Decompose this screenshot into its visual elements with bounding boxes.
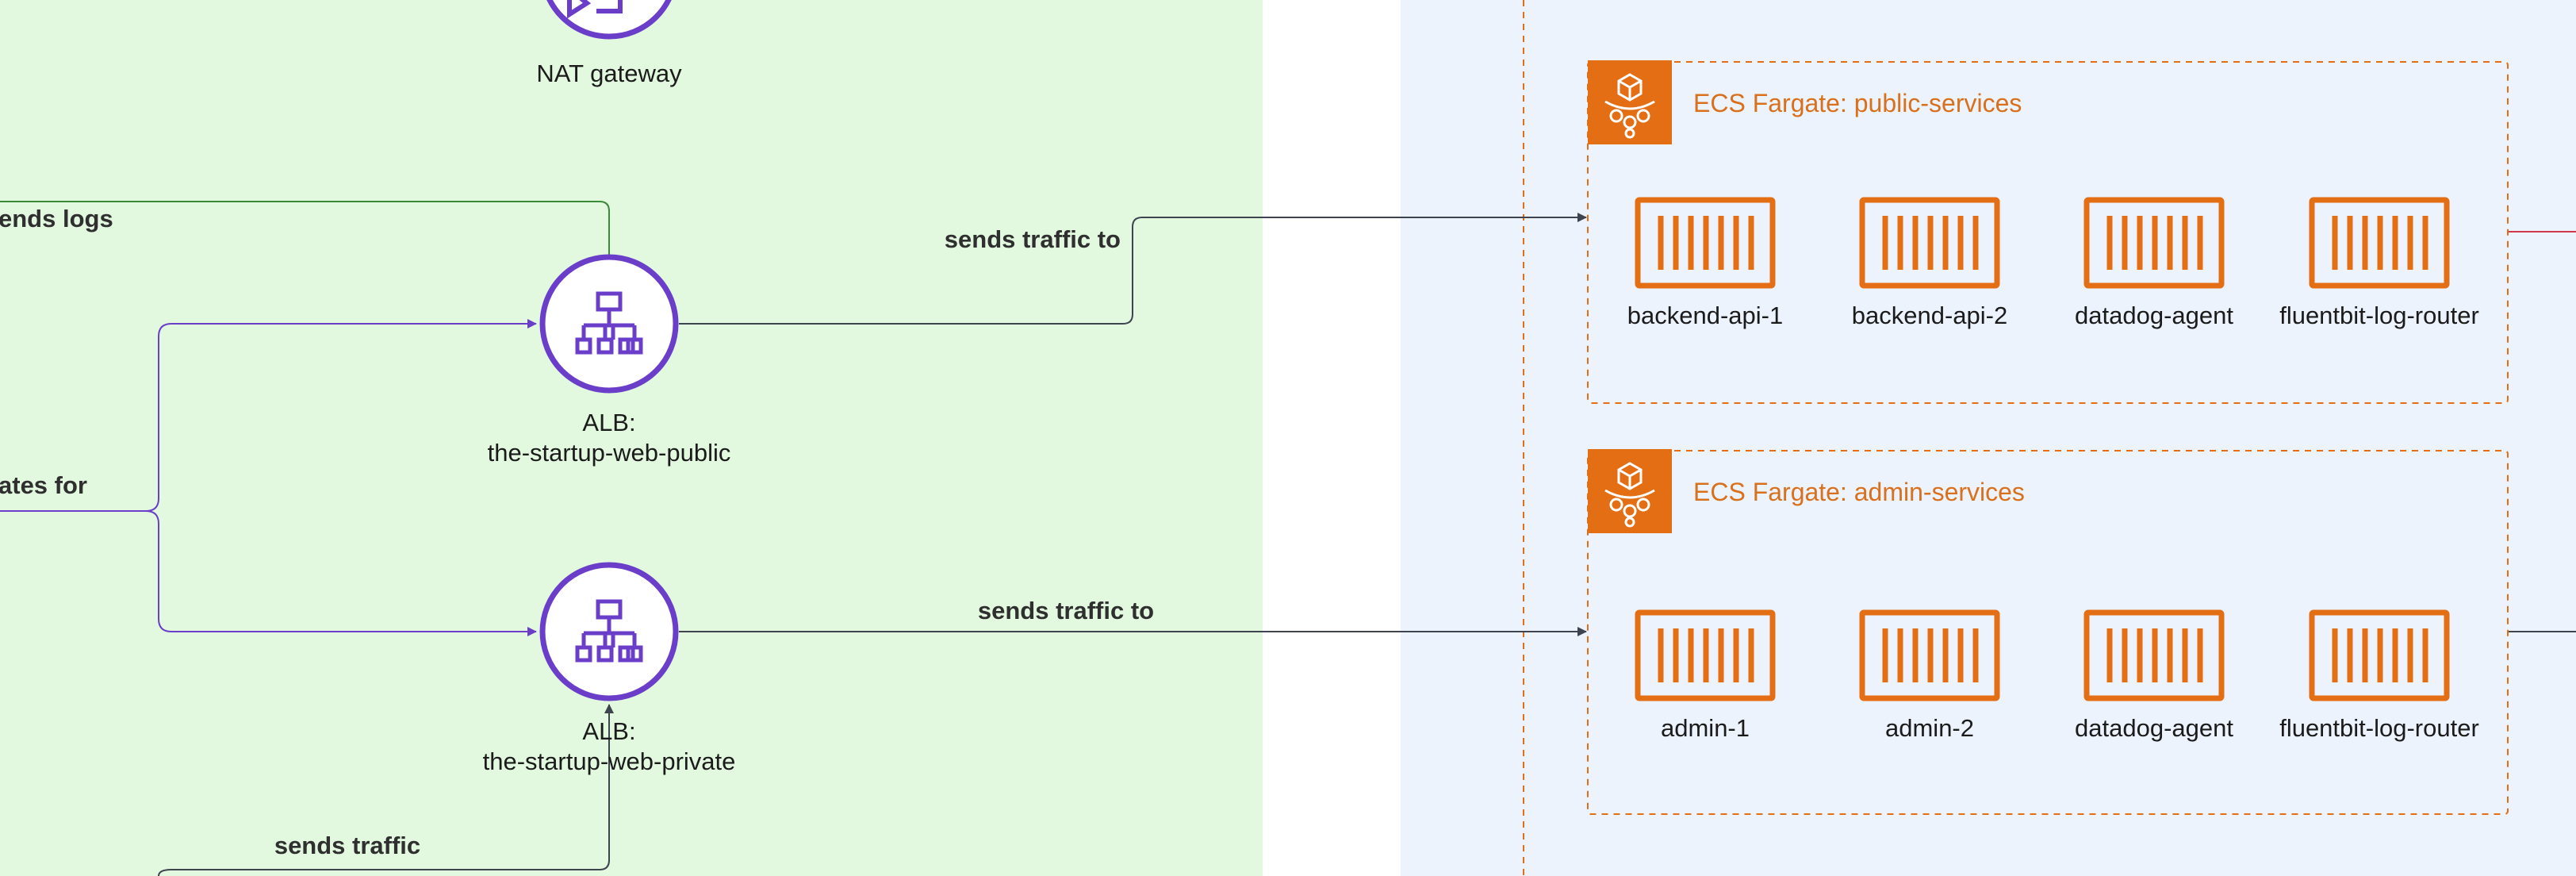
blue-zone: [1401, 0, 2576, 876]
fargate-icon: [1586, 59, 1673, 146]
edge-label-sends-logs: ends logs: [0, 205, 113, 232]
edge-label-bottom-traffic: sends traffic: [274, 832, 420, 859]
container-item[interactable]: datadog-agent: [2075, 200, 2233, 329]
alb-public-label-line1: ALB:: [582, 409, 635, 436]
container-item[interactable]: admin-2: [1862, 613, 1997, 742]
nat-arrow-glyph: [567, 0, 592, 19]
edge-label-public-traffic: sends traffic to: [945, 225, 1121, 253]
container-label: backend-api-2: [1852, 302, 2007, 329]
group-title: ECS Fargate: admin-services: [1693, 478, 2025, 506]
alb-public-label-line2: the-startup-web-public: [488, 439, 731, 467]
alb-private-label-line1: ALB:: [582, 717, 635, 745]
container-label: backend-api-1: [1627, 302, 1783, 329]
group-title: ECS Fargate: public-services: [1693, 89, 2022, 117]
bottom-traffic-line: [158, 705, 609, 876]
container-label: fluentbit-log-router: [2279, 302, 2479, 329]
public-traffic-line: [679, 213, 1587, 325]
creates-for-private-line: [145, 510, 537, 636]
alb-private-label-line2: the-startup-web-private: [483, 747, 736, 775]
container-item[interactable]: admin-1: [1638, 613, 1773, 742]
group-border: [1587, 61, 2509, 404]
container-label: admin-2: [1885, 714, 1974, 742]
container-item[interactable]: fluentbit-log-router: [2279, 613, 2479, 742]
nat-bracket-glyph: [596, 0, 623, 13]
container-item[interactable]: backend-api-1: [1627, 200, 1783, 329]
nat-gateway-label: NAT gateway: [536, 60, 682, 87]
container-label: datadog-agent: [2075, 302, 2233, 329]
alb-private-node[interactable]: ALB: the-startup-web-private: [483, 562, 736, 775]
green-zone: [0, 0, 1263, 876]
container-label: fluentbit-log-router: [2279, 714, 2479, 742]
container-label: admin-1: [1661, 714, 1750, 742]
container-item[interactable]: backend-api-2: [1852, 200, 2007, 329]
container-item[interactable]: datadog-agent: [2075, 613, 2233, 742]
fargate-icon: [1586, 448, 1673, 535]
ecs-public-group[interactable]: ECS Fargate: public-services backend-api…: [1586, 59, 2509, 404]
sends-logs-line: [0, 201, 610, 256]
container-row: backend-api-1 backend-api-2 datadog-agent f…: [1627, 200, 2479, 329]
container-item[interactable]: fluentbit-log-router: [2279, 200, 2479, 329]
nat-gateway-node[interactable]: NAT gateway: [536, 0, 682, 87]
edge-label-creates-for: ates for: [0, 471, 87, 499]
container-row: admin-1 admin-2 datadog-agent fluentbit-log…: [1638, 613, 2479, 742]
group-border: [1587, 450, 2509, 815]
container-label: datadog-agent: [2075, 714, 2233, 742]
creates-for-public-line: [0, 319, 537, 512]
alb-public-node[interactable]: ALB: the-startup-web-public: [488, 254, 731, 467]
edge-label-private-traffic: sends traffic to: [978, 597, 1154, 624]
